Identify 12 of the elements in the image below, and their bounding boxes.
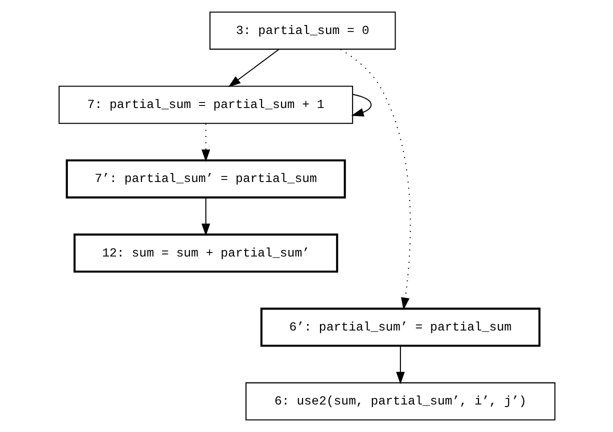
arrow: [228, 49, 278, 88]
arrow: [201, 198, 210, 236]
arrow: [201, 124, 210, 162]
node-box: 6’: partial_sum’ = partial_sum: [260, 308, 540, 347]
node-box: 7’: partial_sum’ = partial_sum: [65, 159, 346, 198]
arrow: [396, 346, 404, 384]
node-box: 3: partial_sum = 0: [208, 12, 396, 50]
node-box: 12: sum = sum + partial_sum’: [73, 234, 338, 273]
arrow: [340, 48, 410, 310]
arrow: [350, 94, 372, 117]
node-box: 6: use2(sum, partial_sum’, i’, j’): [244, 382, 555, 420]
node-box: 7: partial_sum = partial_sum + 1: [58, 86, 353, 124]
